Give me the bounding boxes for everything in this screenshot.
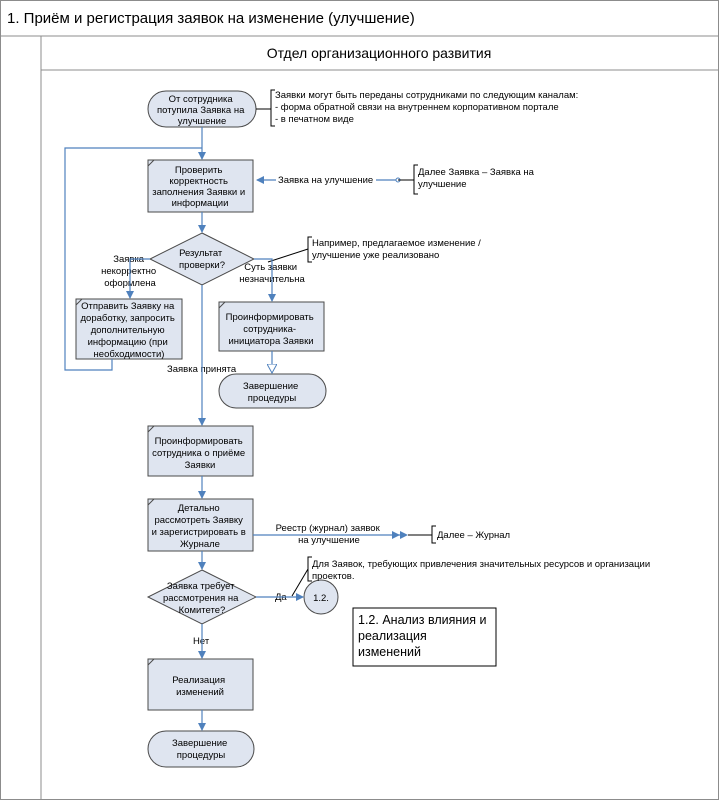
lane-title: Отдел организационного развития [267, 45, 492, 61]
svg-text:Далее – Журнал: Далее – Журнал [437, 530, 510, 541]
process-check-request: Проверить корректность заполнения Заявки… [147, 159, 254, 213]
note-committee: Для Заявок, требующих привлечения значит… [291, 556, 653, 597]
note-example: Например, предлагаемое изменение / улучш… [267, 236, 483, 263]
subprocess-1-2: 1.2. Анализ влияния и реализация изменен… [352, 607, 497, 667]
process-inform-initiator: Проинформировать сотрудника- инициатора … [218, 301, 325, 352]
flow-connectors [64, 127, 304, 731]
svg-text:Детально рассмотреть Зая: Детально рассмотреть Заявку и зарегистри… [152, 503, 249, 550]
svg-text:1.2. Анализ влияния и ре: 1.2. Анализ влияния и реализация изменен… [358, 613, 490, 659]
svg-text:Проинформировать сотрудн: Проинформировать сотрудника о приёме Зая… [152, 436, 248, 471]
svg-text:Отправить Заявку на дора: Отправить Заявку на доработку, запросить… [81, 301, 178, 360]
end-event-1: Завершение процедуры [218, 373, 327, 409]
svg-text:Заявки могут быть переданы сот: Заявки могут быть переданы сотрудниками … [275, 90, 581, 125]
note-journal: Далее – Журнал [408, 525, 510, 544]
svg-text:Проинформировать сотрудн: Проинформировать сотрудника- инициатора … [226, 312, 317, 347]
svg-text:Результат проверки?: Результат проверки? [179, 248, 225, 271]
process-rework: Отправить Заявку на доработку, запросить… [75, 298, 183, 360]
svg-text:Реализация изменений: Реализация изменений [172, 675, 228, 698]
note-request: Далее Заявка – Заявка на улучшение [398, 164, 537, 195]
input-request: Заявка на улучшение [256, 174, 401, 186]
svg-text:Заявка на улучшение: Заявка на улучшение [278, 175, 373, 186]
process-inform-accept: Проинформировать сотрудника о приёме Зая… [147, 425, 254, 477]
decision-committee: Заявка требует рассмотрения на Комитете? [146, 569, 258, 625]
diagram-title: 1. Приём и регистрация заявок на изменен… [7, 10, 415, 27]
svg-text:Далее Заявка – Заявка на: Далее Заявка – Заявка на улучшение [418, 167, 537, 190]
process-implement: Реализация изменений [147, 658, 254, 711]
svg-text:От сотрудника потупила З: От сотрудника потупила Заявка на улучшен… [157, 94, 247, 127]
svg-text:Проверить корректность: Проверить корректность заполнения Заявки… [152, 165, 248, 209]
note-channels: Заявки могут быть переданы сотрудниками … [256, 89, 581, 127]
svg-text:Заявка требует рассмотре: Заявка требует рассмотрения на Комитете? [163, 581, 241, 616]
svg-text:Завершение процедуры: Завершение процедуры [243, 381, 301, 404]
connector-1-2: 1.2. [303, 579, 339, 615]
output-registry: Реестр (журнал) заявок на улучшение [253, 523, 408, 546]
svg-text:Завершение процедуры: Завершение процедуры [172, 738, 230, 761]
process-register: Детально рассмотреть Заявку и зарегистри… [147, 498, 254, 552]
svg-text:Для Заявок, требующих привлече: Для Заявок, требующих привлечения значит… [312, 559, 653, 582]
svg-text:1.2.: 1.2. [313, 593, 329, 604]
end-event-2: Завершение процедуры [147, 730, 255, 768]
svg-text:Например, предлагаемое изменен: Например, предлагаемое изменение / улучш… [312, 238, 483, 261]
svg-text:Реестр (журнал) заявок н: Реестр (журнал) заявок на улучшение [276, 523, 383, 546]
start-event: От сотрудника потупила Заявка на улучшен… [147, 90, 257, 128]
